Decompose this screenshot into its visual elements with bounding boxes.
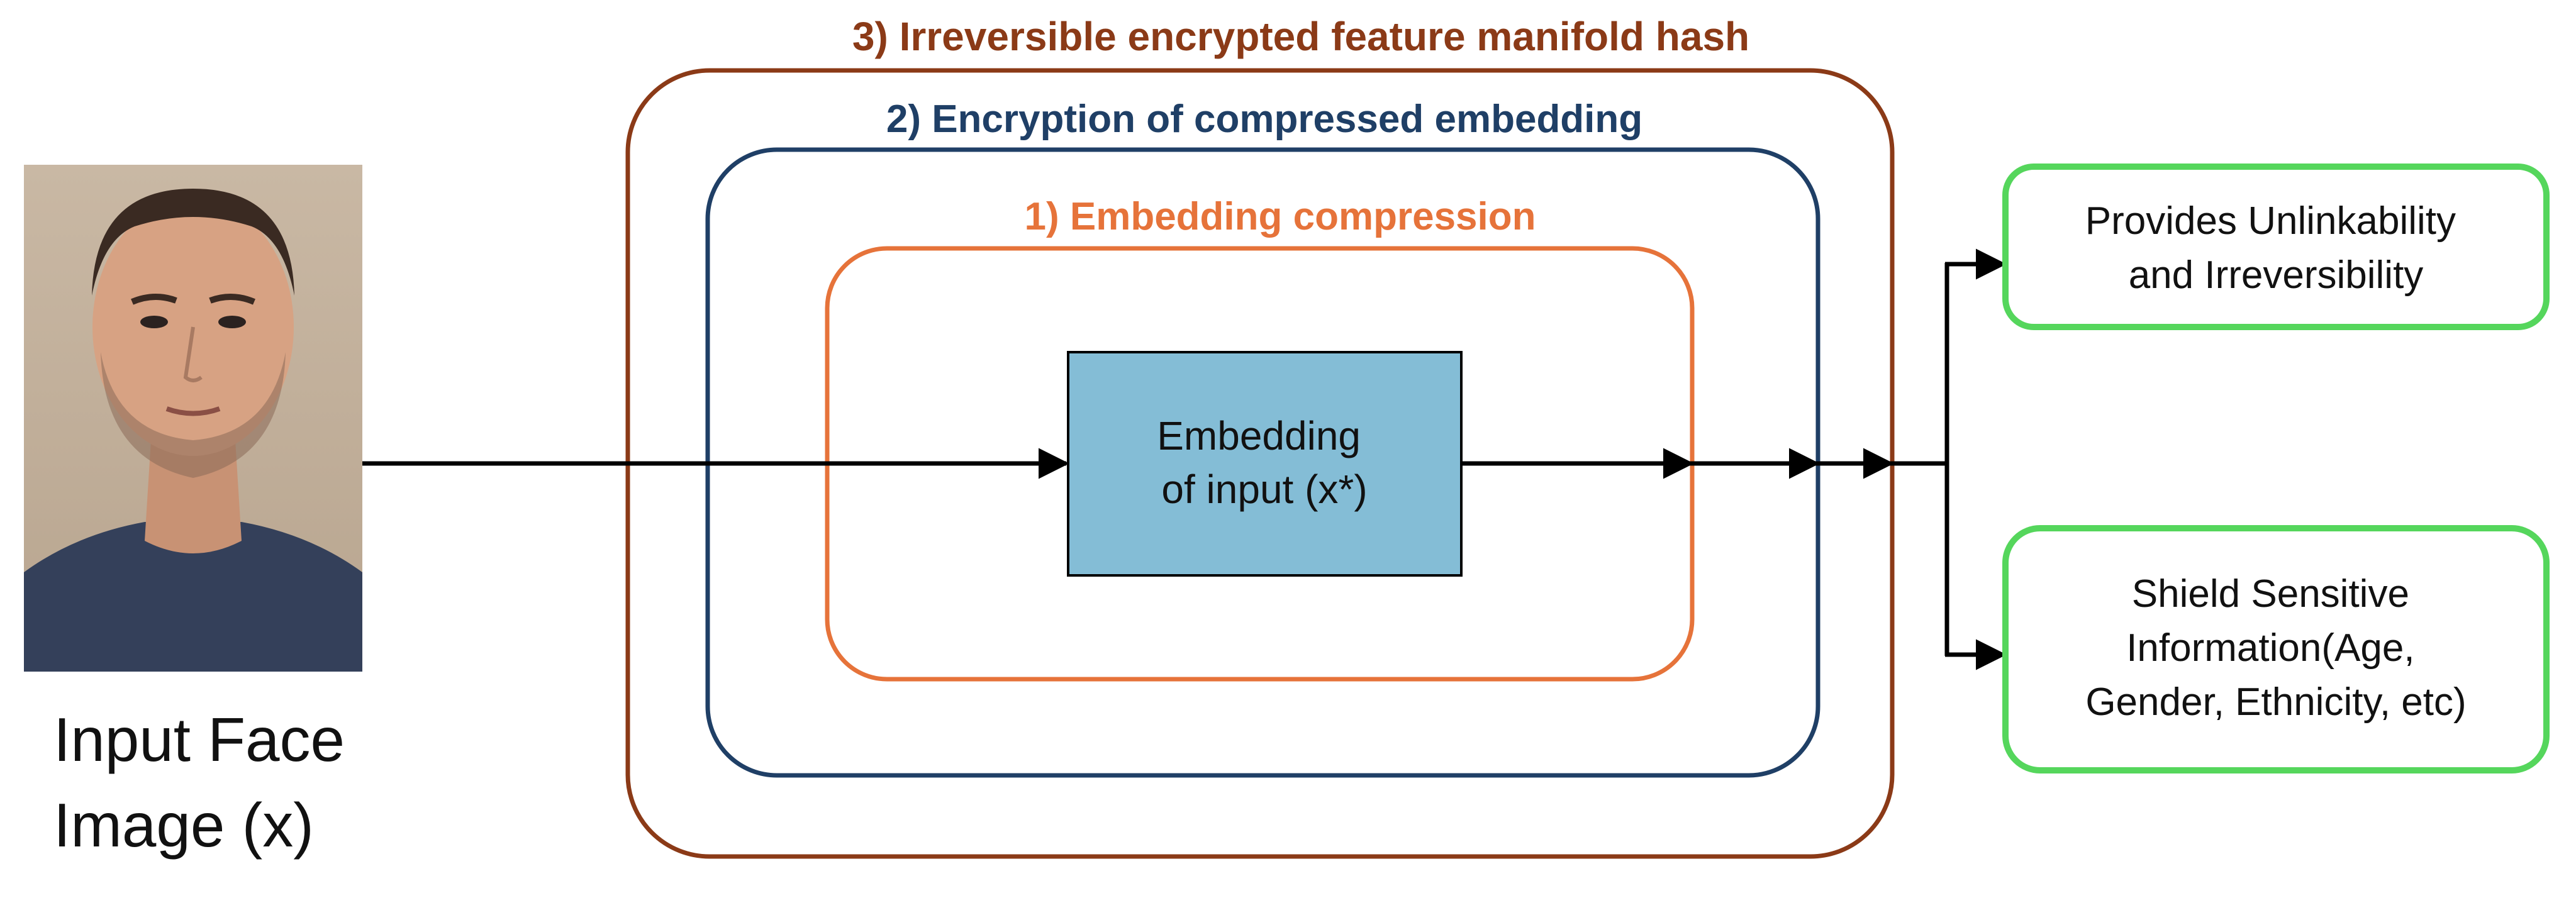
output-bottom-line-2: Information(Age, [2126, 626, 2414, 670]
output-bottom-line-3: Gender, Ethnicity, etc) [2085, 680, 2466, 724]
outer-layer-title: 3) Irreversible encrypted feature manifo… [852, 14, 1749, 59]
output-label-sensitive-info: Shield Sensitive Information(Age, Gender… [2085, 572, 2466, 724]
input-caption-line-1: Input Face [53, 705, 345, 774]
output-label-unlinkability: Provides Unlinkability and Irreversibili… [2085, 199, 2467, 297]
input-caption: Input Face Image (x) [53, 697, 345, 868]
embedding-label-line-2: of input (x*) [1161, 467, 1367, 512]
output-top-line-2: and Irreversibility [2129, 253, 2424, 297]
embedding-label-line-1: Embedding [1157, 413, 1361, 458]
inner-layer-title: 1) Embedding compression [1024, 195, 1536, 238]
output-box-unlinkability [2002, 164, 2550, 330]
output-box-sensitive-info [2002, 525, 2550, 773]
embedding-label: Embedding of input (x*) [1157, 413, 1372, 512]
output-top-line-1: Provides Unlinkability [2085, 199, 2456, 243]
input-caption-line-2: Image (x) [53, 790, 314, 860]
embedding-box [1067, 351, 1463, 577]
portrait-photo-icon [24, 165, 362, 672]
middle-layer-title: 2) Encryption of compressed embedding [886, 97, 1642, 141]
output-bottom-line-1: Shield Sensitive [2132, 572, 2409, 616]
